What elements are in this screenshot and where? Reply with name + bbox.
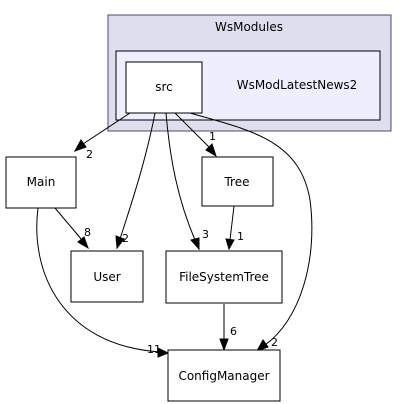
edge-main-configmanager (36, 207, 161, 353)
node-filesystemtree-box (165, 250, 283, 304)
edge-src-main-label: 2 (86, 148, 93, 161)
edge-src-filesystemtree-arrowhead (190, 237, 200, 251)
cluster-wsmodlatestnews2-label: WsModLatestNews2 (237, 78, 358, 92)
edge-src-user (119, 112, 156, 240)
edge-src-tree (174, 112, 211, 149)
edge-src-user-arrowhead (115, 235, 125, 250)
edge-tree-filesystemtree-label: 1 (237, 230, 244, 243)
edge-main-user (54, 207, 83, 241)
node-tree-label: Tree (223, 175, 249, 189)
edge-src-configmanager-label: 2 (271, 336, 278, 349)
edge-src-main-arrowhead (73, 139, 87, 152)
edges: 2 1 2 3 2 8 11 1 6 (36, 112, 313, 358)
node-user[interactable]: User (70, 250, 144, 303)
edge-src-configmanager (189, 112, 313, 346)
edge-main-configmanager-arrowhead (157, 347, 170, 358)
edge-src-tree-label: 1 (209, 130, 216, 143)
edge-src-main (82, 112, 131, 145)
node-user-label: User (93, 270, 120, 284)
node-configmanager[interactable]: ConfigManager (167, 349, 281, 402)
edge-src-configmanager-arrowhead (255, 339, 269, 352)
node-tree[interactable]: Tree (201, 156, 274, 207)
node-src-box (125, 61, 203, 114)
node-tree-box (201, 156, 274, 207)
edge-main-user-arrowhead (77, 236, 89, 250)
node-configmanager-label: ConfigManager (178, 369, 269, 383)
edge-src-user-label: 2 (122, 232, 129, 245)
node-src[interactable]: src (125, 61, 203, 114)
node-main[interactable]: Main (5, 156, 77, 209)
edge-src-tree-arrowhead (205, 143, 217, 158)
cluster-wsmodules-label: WsModules (215, 20, 283, 34)
edge-tree-filesystemtree (229, 205, 235, 241)
node-configmanager-box (167, 349, 281, 402)
edge-main-user-label: 8 (84, 226, 91, 239)
edge-tree-filesystemtree-arrowhead (225, 238, 235, 251)
edge-filesystemtree-configmanager-label: 6 (230, 325, 237, 338)
edge-main-configmanager-label: 11 (147, 343, 161, 356)
node-src-label: src (155, 80, 173, 94)
edge-src-filesystemtree-label: 3 (202, 228, 209, 241)
edge-filesystemtree-configmanager-arrowhead (219, 338, 229, 352)
node-main-label: Main (27, 175, 56, 189)
edge-src-filesystemtree (165, 112, 196, 241)
node-filesystemtree[interactable]: FileSystemTree (165, 250, 283, 304)
node-filesystemtree-label: FileSystemTree (179, 270, 269, 284)
node-main-box (5, 156, 77, 209)
node-user-box (70, 250, 144, 303)
